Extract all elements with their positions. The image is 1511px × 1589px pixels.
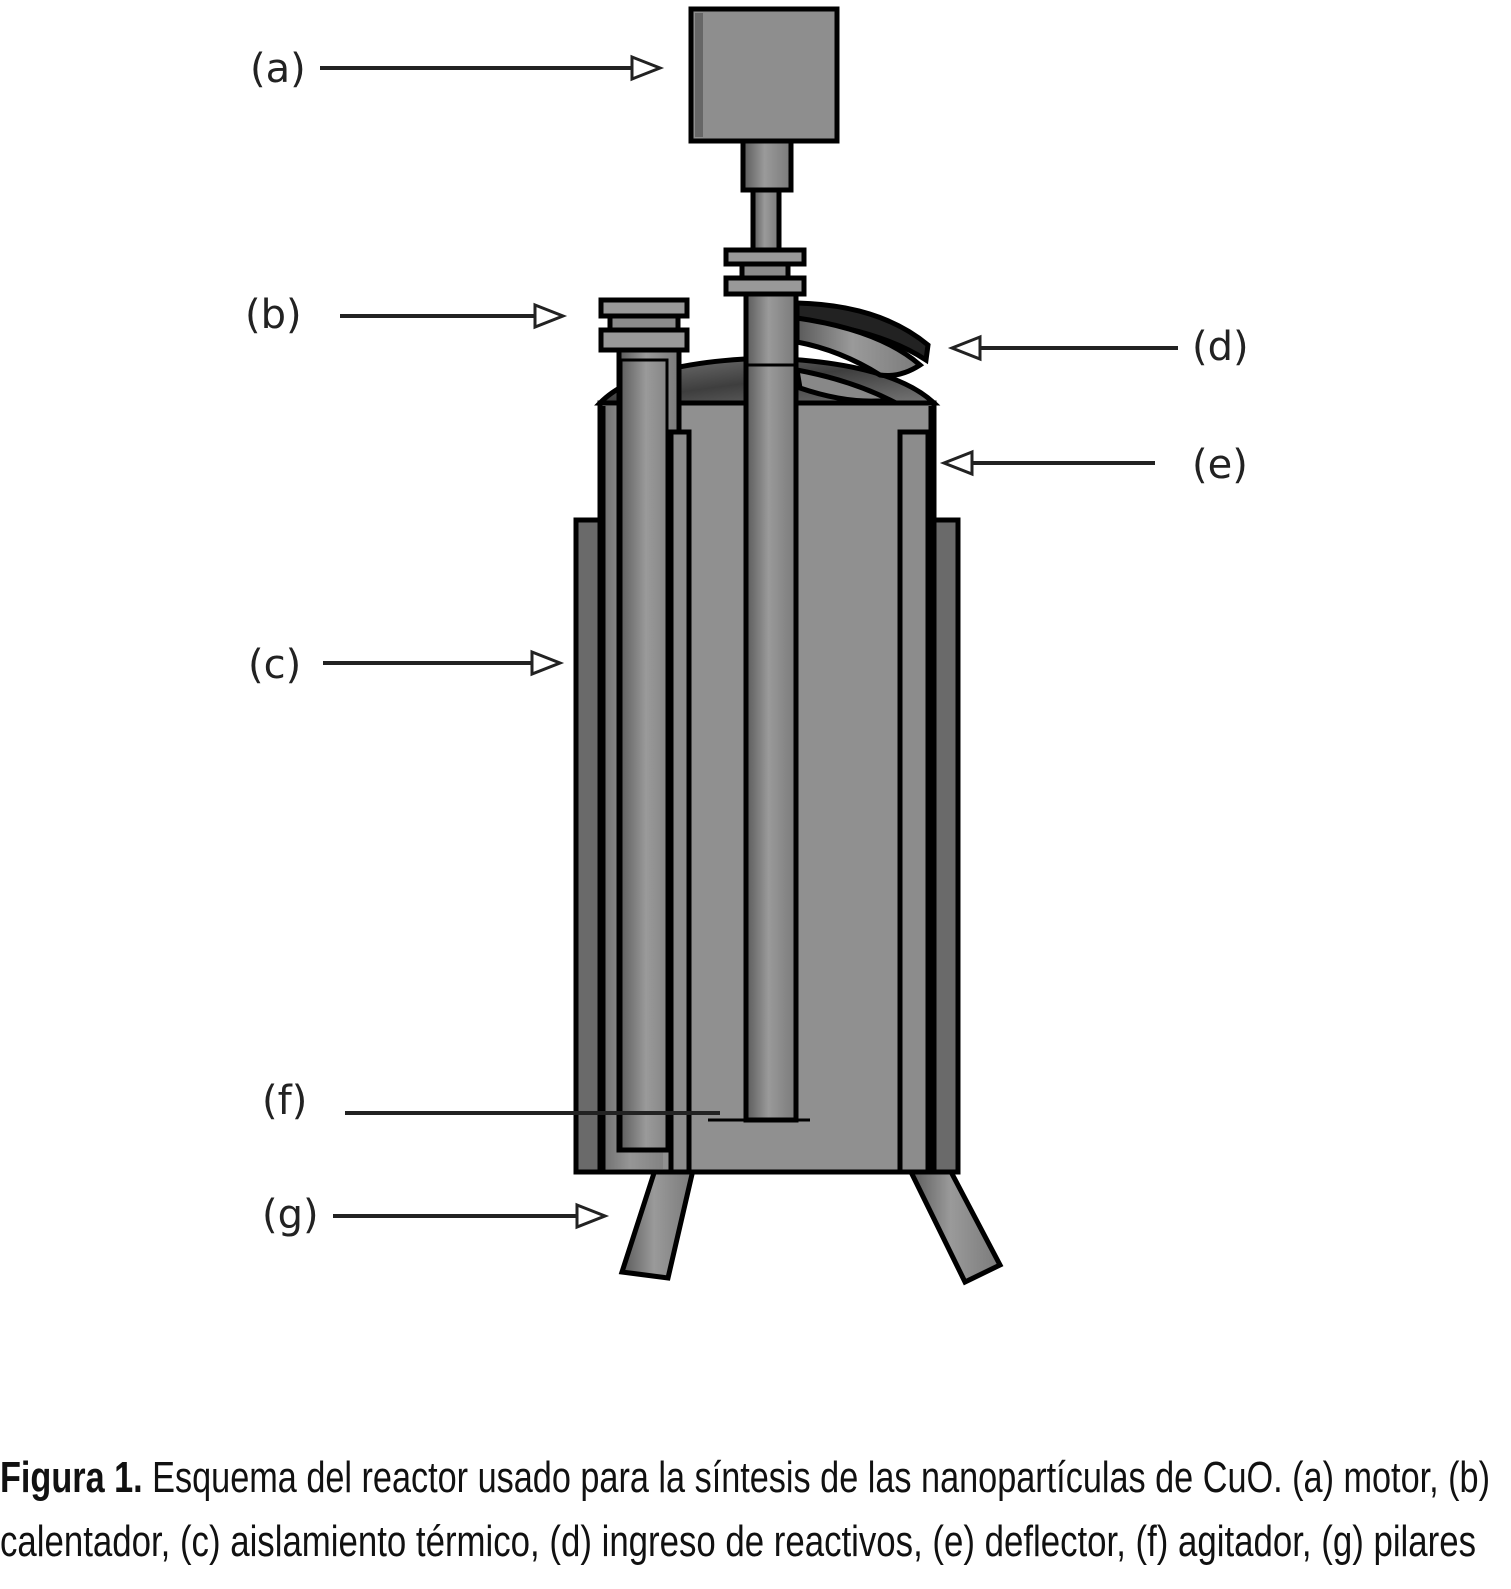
motor-shade xyxy=(695,13,703,137)
pillars xyxy=(618,1167,1004,1286)
stirrer xyxy=(708,137,810,1123)
label-c: (c) xyxy=(248,642,565,688)
left-baffle xyxy=(668,429,692,1175)
svg-text:(f): (f) xyxy=(262,1078,307,1124)
arrow-head-icon xyxy=(575,1202,610,1230)
label-g: (g) xyxy=(262,1192,610,1238)
arrow-head-icon xyxy=(947,334,982,362)
label-b: (b) xyxy=(245,292,568,338)
caption-line-1: Figura 1. Esquema del reactor usado para… xyxy=(0,1453,1490,1502)
motor-shaft xyxy=(750,185,782,253)
figure-label: Figura 1. xyxy=(0,1453,143,1502)
heater-inner xyxy=(619,358,669,1152)
svg-text:(b): (b) xyxy=(245,292,302,338)
caption-text-1: Esquema del reactor usado para la síntes… xyxy=(143,1453,1490,1502)
svg-text:(e): (e) xyxy=(1192,442,1248,488)
svg-text:(a): (a) xyxy=(250,46,306,92)
svg-text:(d): (d) xyxy=(1192,324,1249,370)
arrow-head-icon xyxy=(630,54,665,82)
label-d: (d) xyxy=(947,324,1249,370)
label-e: (e) xyxy=(939,442,1248,488)
left-pillar xyxy=(618,1167,697,1281)
label-a: (a) xyxy=(250,46,665,92)
arrow-head-icon xyxy=(533,302,568,330)
motor xyxy=(688,6,840,144)
arrow-head-icon xyxy=(939,449,974,477)
figure-caption: Figura 1. Esquema del reactor usado para… xyxy=(0,1453,1490,1566)
caption-line-2: calentador, (c) aislamiento térmico, (d)… xyxy=(0,1517,1476,1566)
svg-text:(g): (g) xyxy=(262,1192,319,1238)
reactant-inlet xyxy=(793,300,931,404)
shaft-flange-bottom xyxy=(723,275,807,297)
stirrer-shaft xyxy=(743,277,799,1123)
right-pillar xyxy=(905,1167,1004,1286)
heater-cap-bottom xyxy=(598,327,690,353)
svg-text:(c): (c) xyxy=(248,642,301,688)
deflector xyxy=(897,429,931,1175)
motor-coupling xyxy=(740,137,794,193)
label-f: (f) xyxy=(262,1078,720,1124)
arrow-head-icon xyxy=(530,649,565,677)
